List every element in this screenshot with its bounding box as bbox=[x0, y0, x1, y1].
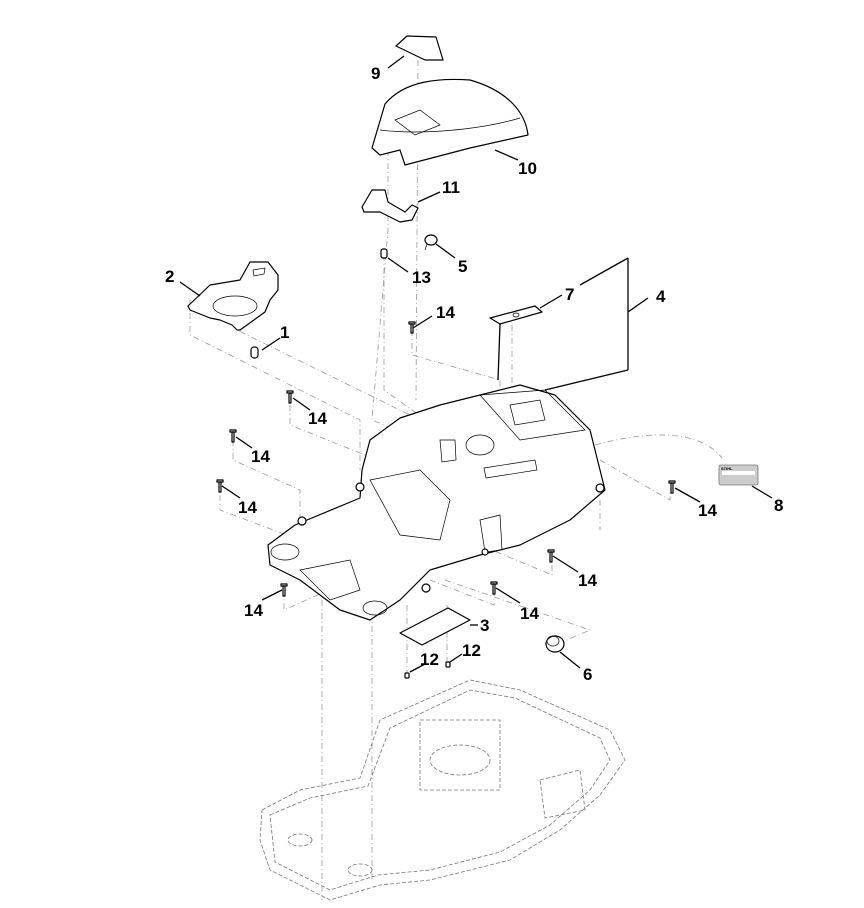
callout-14: 14 bbox=[578, 571, 597, 590]
callout-11: 11 bbox=[442, 178, 460, 197]
part-2-cover[interactable] bbox=[187, 261, 279, 331]
part-3-plate[interactable] bbox=[399, 607, 471, 646]
part-12-screw-a[interactable] bbox=[404, 672, 410, 679]
callout-4: 4 bbox=[656, 287, 666, 306]
callout-13: 13 bbox=[412, 268, 431, 287]
part-8-label[interactable]: STIHL bbox=[718, 464, 759, 486]
assembly-centerlines bbox=[189, 59, 723, 900]
callout-5: 5 bbox=[458, 257, 467, 276]
callout-14: 14 bbox=[308, 409, 327, 428]
part-9-cover-plate[interactable] bbox=[395, 35, 444, 61]
screw-14[interactable] bbox=[286, 390, 294, 404]
callout-6: 6 bbox=[583, 665, 592, 684]
label-brand-text: STIHL bbox=[721, 466, 733, 471]
part-13-pin[interactable] bbox=[380, 248, 388, 259]
chassis-ghosted bbox=[259, 679, 626, 901]
callout-labels: 9 10 11 5 13 2 1 7 4 14 14 14 14 14 14 1… bbox=[165, 64, 783, 684]
screw-14[interactable] bbox=[229, 429, 237, 443]
callout-12: 12 bbox=[420, 650, 439, 669]
part-12-screw-b[interactable] bbox=[445, 661, 451, 668]
screw-14[interactable] bbox=[668, 480, 676, 494]
callout-14: 14 bbox=[251, 447, 270, 466]
callout-1: 1 bbox=[280, 323, 289, 342]
part-10-hood[interactable] bbox=[371, 78, 529, 166]
callout-14: 14 bbox=[238, 498, 257, 517]
screw-14[interactable] bbox=[408, 321, 416, 334]
callout-14: 14 bbox=[698, 501, 717, 520]
screw-14[interactable] bbox=[280, 583, 288, 597]
callout-14: 14 bbox=[436, 303, 455, 322]
part-5-spring-clip[interactable] bbox=[424, 234, 438, 251]
callout-9: 9 bbox=[371, 64, 380, 83]
leader-lines bbox=[179, 55, 773, 673]
callout-8: 8 bbox=[774, 496, 783, 515]
callout-7: 7 bbox=[565, 285, 574, 304]
callout-2: 2 bbox=[165, 267, 174, 286]
callout-3: 3 bbox=[480, 616, 489, 635]
callout-12: 12 bbox=[462, 641, 481, 660]
part-1-pin[interactable] bbox=[250, 346, 259, 359]
part-4-main-housing[interactable] bbox=[267, 384, 606, 621]
part-7-flap[interactable] bbox=[489, 305, 543, 381]
screw-14[interactable] bbox=[547, 549, 555, 563]
callout-14: 14 bbox=[244, 601, 263, 620]
part-6-cap[interactable] bbox=[545, 635, 565, 653]
callout-10: 10 bbox=[518, 159, 537, 178]
callout-14: 14 bbox=[520, 604, 539, 623]
screw-14[interactable] bbox=[490, 581, 498, 595]
screw-14[interactable] bbox=[216, 479, 224, 493]
part-11-bracket[interactable] bbox=[361, 189, 419, 223]
part-14-screws bbox=[216, 321, 676, 597]
